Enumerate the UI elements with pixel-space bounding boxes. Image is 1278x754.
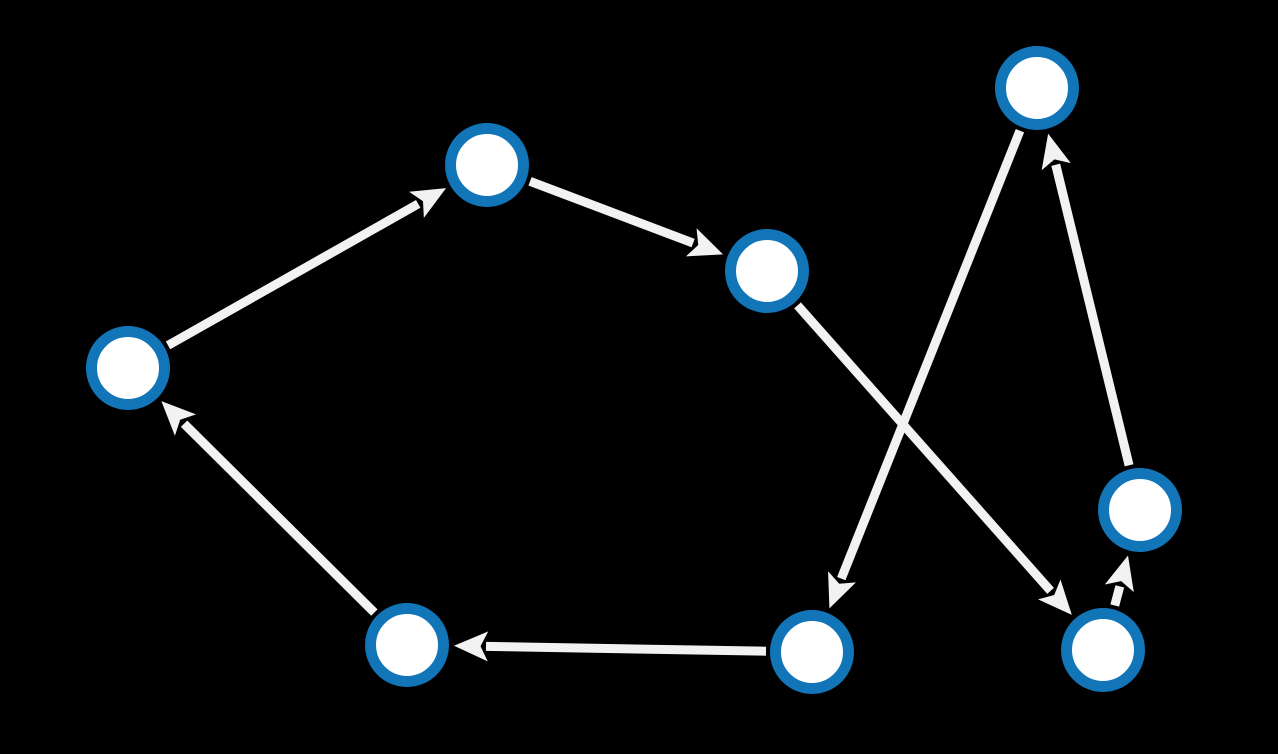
node-bottom-left[interactable] — [365, 603, 449, 687]
node-top-left-ring — [445, 123, 529, 207]
node-bottom-middle[interactable] — [770, 610, 854, 694]
node-right-middle[interactable] — [1098, 468, 1182, 552]
node-top-right[interactable] — [995, 46, 1079, 130]
edge-bottom-left-to-left-arrowhead — [161, 401, 197, 436]
edge-top-right-to-bottom-middle-arrowhead — [828, 571, 856, 609]
edge-top-middle-to-bottom-right-shaft — [794, 302, 1054, 594]
node-top-right-ring — [995, 46, 1079, 130]
edge-bottom-middle-to-bottom-left — [453, 631, 767, 662]
edge-bottom-middle-to-bottom-left-arrowhead — [453, 631, 489, 662]
edge-left-to-top-left-arrowhead — [409, 188, 447, 218]
edge-right-middle-to-top-right — [1041, 133, 1134, 467]
node-bottom-left-ring — [365, 603, 449, 687]
node-top-right-fill — [1000, 51, 1074, 125]
node-bottom-middle-ring — [770, 610, 854, 694]
edge-right-middle-to-top-right-shaft — [1051, 163, 1134, 467]
node-bottom-right-ring — [1061, 608, 1145, 692]
edge-bottom-right-to-right-middle — [1104, 555, 1134, 607]
node-left-fill — [91, 331, 165, 405]
node-bottom-right[interactable] — [1061, 608, 1145, 692]
node-top-left[interactable] — [445, 123, 529, 207]
node-top-middle-ring — [725, 229, 809, 313]
edge-layer — [161, 129, 1134, 662]
node-bottom-left-fill — [370, 608, 444, 682]
node-top-middle[interactable] — [725, 229, 809, 313]
edge-bottom-right-to-right-middle-arrowhead — [1104, 555, 1134, 593]
edge-top-middle-to-bottom-right-arrowhead — [1038, 579, 1072, 615]
node-left-ring — [86, 326, 170, 410]
edge-top-right-to-bottom-middle-shaft — [837, 129, 1025, 581]
edge-bottom-middle-to-bottom-left-shaft — [485, 641, 767, 656]
node-right-middle-fill — [1103, 473, 1177, 547]
node-top-middle-fill — [730, 234, 804, 308]
edge-top-left-to-top-middle-arrowhead — [685, 228, 724, 257]
edge-left-to-top-left — [165, 188, 447, 350]
node-bottom-right-fill — [1066, 613, 1140, 687]
edge-bottom-left-to-left-shaft — [180, 420, 378, 616]
edge-left-to-top-left-shaft — [165, 199, 421, 350]
node-layer — [86, 46, 1182, 694]
edge-bottom-right-to-right-middle-shaft — [1110, 585, 1125, 607]
edge-top-left-to-top-middle — [528, 177, 724, 257]
edge-top-left-to-top-middle-shaft — [528, 177, 695, 248]
node-left[interactable] — [86, 326, 170, 410]
node-top-left-fill — [450, 128, 524, 202]
edge-right-middle-to-top-right-arrowhead — [1041, 133, 1071, 171]
edge-top-middle-to-bottom-right — [794, 302, 1072, 615]
edge-bottom-left-to-left — [161, 401, 378, 616]
edge-top-right-to-bottom-middle — [828, 129, 1025, 609]
node-right-middle-ring — [1098, 468, 1182, 552]
node-bottom-middle-fill — [775, 615, 849, 689]
